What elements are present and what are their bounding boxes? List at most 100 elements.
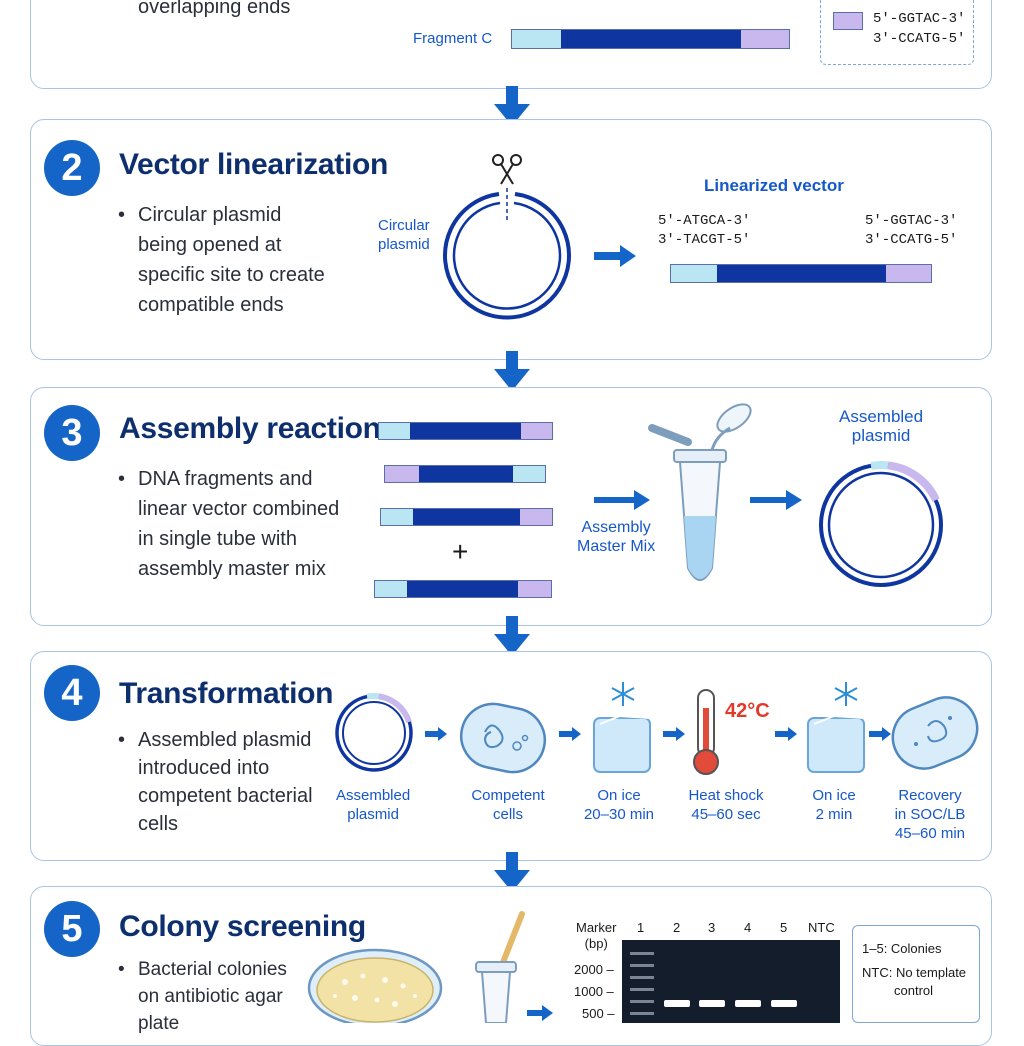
fragment-c-bar [511, 29, 790, 49]
fragment-bar [378, 422, 553, 440]
assembled-label-line: Assembled [839, 407, 924, 426]
caption-line: 2 min [815, 806, 853, 823]
step4-caption-ice2: On ice 2 min [804, 786, 864, 824]
legend-lavender-swatch [833, 12, 863, 30]
step4-title: Transformation [119, 677, 334, 710]
snowflake-icon [611, 682, 635, 706]
caption-line: in SOC/LB [894, 806, 966, 823]
step5-bullet: • Bacterial colonies on antibiotic agar … [118, 956, 287, 1037]
tube-icon [648, 403, 752, 581]
ice-cube-icon [807, 682, 865, 773]
snowflake-icon [834, 682, 858, 706]
caption-line: On ice [812, 787, 856, 804]
assembled-plasmid-graphic [819, 461, 943, 587]
step3-bullet-line: in single tube with [138, 528, 297, 550]
gel-marker-label: Marker (bp) [576, 920, 616, 952]
step4-bullet: • Assembled plasmid introduced into comp… [118, 726, 313, 838]
step3-number-badge: 3 [44, 405, 100, 461]
step4-caption-ice1: On ice 20–30 min [580, 786, 658, 824]
arrow-right-icon [663, 727, 685, 741]
step2-title: Vector linearization [119, 148, 389, 181]
linearized-vector-bar [670, 264, 932, 283]
seq-line: 3′-CCATG-5′ [865, 232, 958, 248]
plus-sign: + [452, 536, 469, 567]
step3-bullet: • DNA fragments and linear vector combin… [118, 464, 340, 584]
step5-bullet-line: Bacterial colonies [138, 959, 287, 980]
arrow-right-icon [527, 1005, 553, 1021]
petri-dish-icon [307, 948, 443, 1023]
bacterium-icon [891, 696, 979, 770]
step5-bullet-line: on antibiotic agar [138, 986, 283, 1007]
caption-line: 45–60 min [894, 825, 966, 842]
caption-line: cells [492, 806, 523, 823]
down-arrow-icon [494, 351, 530, 391]
linear-vector-bar [374, 580, 552, 598]
circular-plasmid-label: Circular plasmid [378, 216, 430, 254]
assembled-plasmid-label: Assembled plasmid [839, 407, 923, 445]
step4-caption-assembled: Assembled plasmid [336, 786, 410, 824]
fragment-bar [384, 465, 546, 483]
caption-line: Competent [471, 787, 545, 804]
caption-line: Recovery [898, 787, 962, 804]
linearized-vector-label: Linearized vector [704, 176, 844, 195]
assembly-master-mix-label: Assembly Master Mix [577, 518, 655, 556]
arrow-right-icon [425, 727, 447, 741]
fragment-bar [380, 508, 553, 526]
step5-bullet-line: plate [138, 1013, 180, 1034]
gel-legend-text: 1–5: Colonies NTC: No template control [862, 940, 966, 1000]
gel-size-label: 500 – [582, 1006, 615, 1021]
master-mix-line: Master Mix [577, 538, 656, 555]
seq-line: 3′-TACGT-5′ [658, 232, 751, 248]
right-end-seq: 5′-GGTAC-3′ 3′-CCATG-5′ [865, 212, 957, 250]
thermometer-icon [693, 689, 719, 775]
caption-line: 20–30 min [583, 806, 655, 823]
scissors-icon [492, 154, 522, 185]
down-arrow-icon [494, 616, 530, 656]
step3-bullet-line: assembly master mix [138, 558, 326, 580]
step4-caption-recovery: Recovery in SOC/LB 45–60 min [890, 786, 970, 843]
legend-line: NTC: No template [862, 965, 967, 980]
step2-bullet-line: compatible ends [138, 294, 284, 316]
pcr-tube-icon [475, 911, 525, 1023]
arrow-right-icon [594, 245, 636, 267]
step4-bullet-line: competent bacterial [138, 785, 313, 807]
step1-bullet-tail: overlapping ends [138, 0, 291, 18]
down-arrow-icon [494, 852, 530, 892]
step2-bullet-line: being opened at [138, 234, 282, 256]
ice-cube-icon [593, 682, 651, 773]
caption-line: On ice [597, 787, 641, 804]
seq-line: 5′-ATGCA-3′ [658, 213, 751, 229]
gel-lane-label: 3 [708, 920, 716, 935]
seq-line: 5′-GGTAC-3′ [865, 213, 958, 229]
step4-caption-competent: Competent cells [468, 786, 548, 824]
caption-line: 45–60 sec [691, 806, 761, 823]
gel-lane-label: NTC [808, 920, 835, 935]
step4-number-badge: 4 [44, 665, 100, 721]
step5-title: Colony screening [119, 910, 366, 943]
master-mix-line: Assembly [581, 519, 651, 536]
step3-bullet-line: linear vector combined [138, 498, 340, 520]
step4-bullet-line: cells [138, 813, 179, 835]
step4-bullet-line: Assembled plasmid [138, 729, 312, 751]
step1-legend-box [820, 0, 974, 65]
gel-size-label: 2000 – [574, 962, 614, 977]
bacterium-icon [459, 702, 547, 774]
caption-line: Assembled [336, 787, 411, 804]
gel-lane-label: 5 [780, 920, 788, 935]
gel-image [622, 940, 840, 1023]
legend-line: 1–5: Colonies [862, 941, 942, 956]
heat-shock-temp: 42°C [725, 700, 770, 722]
gel-lane-label: 4 [744, 920, 752, 935]
arrow-right-icon [750, 490, 802, 510]
legend-line: control [894, 983, 934, 998]
step2-bullet-line: specific site to create [138, 264, 325, 286]
step4-bullet-line: introduced into [138, 757, 270, 779]
caption-line: plasmid [347, 806, 399, 823]
step4-caption-heatshock: Heat shock 45–60 sec [684, 786, 768, 824]
assembled-label-line: plasmid [851, 426, 911, 445]
marker-line: (bp) [584, 936, 608, 951]
step3-title: Assembly reaction [119, 412, 381, 445]
down-arrow-icon [494, 86, 530, 126]
circular-plasmid-graphic [443, 154, 571, 320]
arrow-right-icon [869, 727, 891, 741]
